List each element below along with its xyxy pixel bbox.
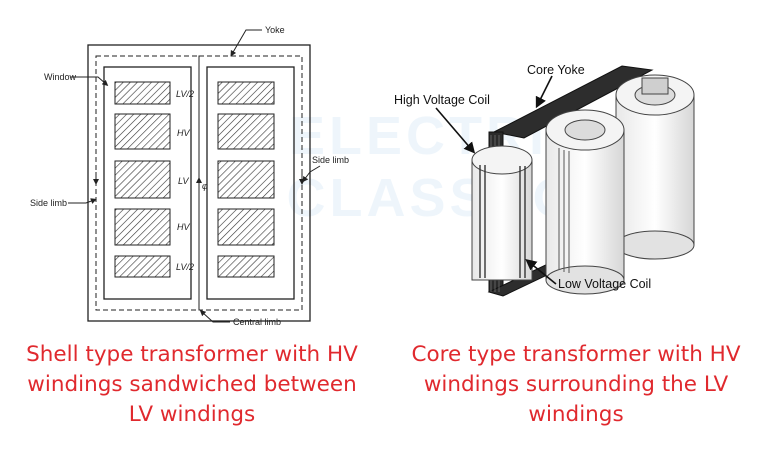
left-coil-hv-lower [114,208,171,246]
left-coil-hv-upper [114,113,171,150]
shell-type-diagram: LV/2 HV LV φ HV LV/2 Yoke Window Side li… [0,0,384,340]
shell-diagram-svg: LV/2 HV LV φ HV LV/2 Yoke Window Side li… [30,25,349,327]
core-caption: Core type transformer with HV windings s… [384,340,768,430]
label-yoke: Yoke [265,25,285,35]
central-limb-leader [199,309,230,323]
right-coil-lv-top [217,81,275,105]
left-coil-lv-middle [114,160,171,199]
window-leader [70,76,109,86]
right-coil-hv-lower [217,208,275,246]
core-caption-line-2: windings surrounding the LV [423,372,729,397]
label-flux-symbol: φ [202,181,208,191]
coil-right [615,74,695,260]
shell-caption-line-1: Shell type transformer with HV [26,342,358,367]
label-core-yoke: Core Yoke [527,63,585,77]
right-coil-hv-upper [217,113,275,150]
shell-caption-line-2: windings sandwiched between [27,372,357,397]
core-top-yoke [492,65,654,139]
label-side-limb-right: Side limb [312,155,349,165]
low-voltage-coil-leader [525,258,557,285]
side-limb-left-leader [68,198,97,204]
high-voltage-coil-leader [435,107,476,154]
label-hv-upper: HV [177,128,190,138]
coil-left [471,145,533,281]
shell-left-window [103,66,192,300]
coil-middle [545,109,625,295]
core-type-diagram: Core Yoke High Voltage Coil Low Voltage … [384,0,768,340]
left-coil-lv-top [114,81,171,105]
right-coil-lv-bottom [217,255,275,278]
label-low-voltage-coil: Low Voltage Coil [558,277,651,291]
label-central-limb: Central limb [233,317,281,327]
label-window: Window [44,72,77,82]
shell-outer-frame [87,44,311,322]
core-diagram-svg: Core Yoke High Voltage Coil Low Voltage … [394,63,695,297]
shell-caption: Shell type transformer with HV windings … [0,340,384,430]
yoke-leader [230,29,262,57]
core-caption-line-3: windings [528,402,624,427]
right-coil-lv-middle [217,160,275,199]
shell-right-window [206,66,295,300]
core-caption-line-1: Core type transformer with HV [411,342,741,367]
shell-caption-line-3: LV windings [128,402,256,427]
core-yoke-leader [535,75,553,109]
label-hv-lower: HV [177,222,190,232]
side-limb-right-leader [302,165,321,183]
label-side-limb-left: Side limb [30,198,67,208]
label-high-voltage-coil: High Voltage Coil [394,93,490,107]
left-coil-lv-bottom [114,255,171,278]
label-lv-half-bottom: LV/2 [176,262,194,272]
label-lv-half-top: LV/2 [176,89,194,99]
label-lv-middle: LV [178,176,190,186]
